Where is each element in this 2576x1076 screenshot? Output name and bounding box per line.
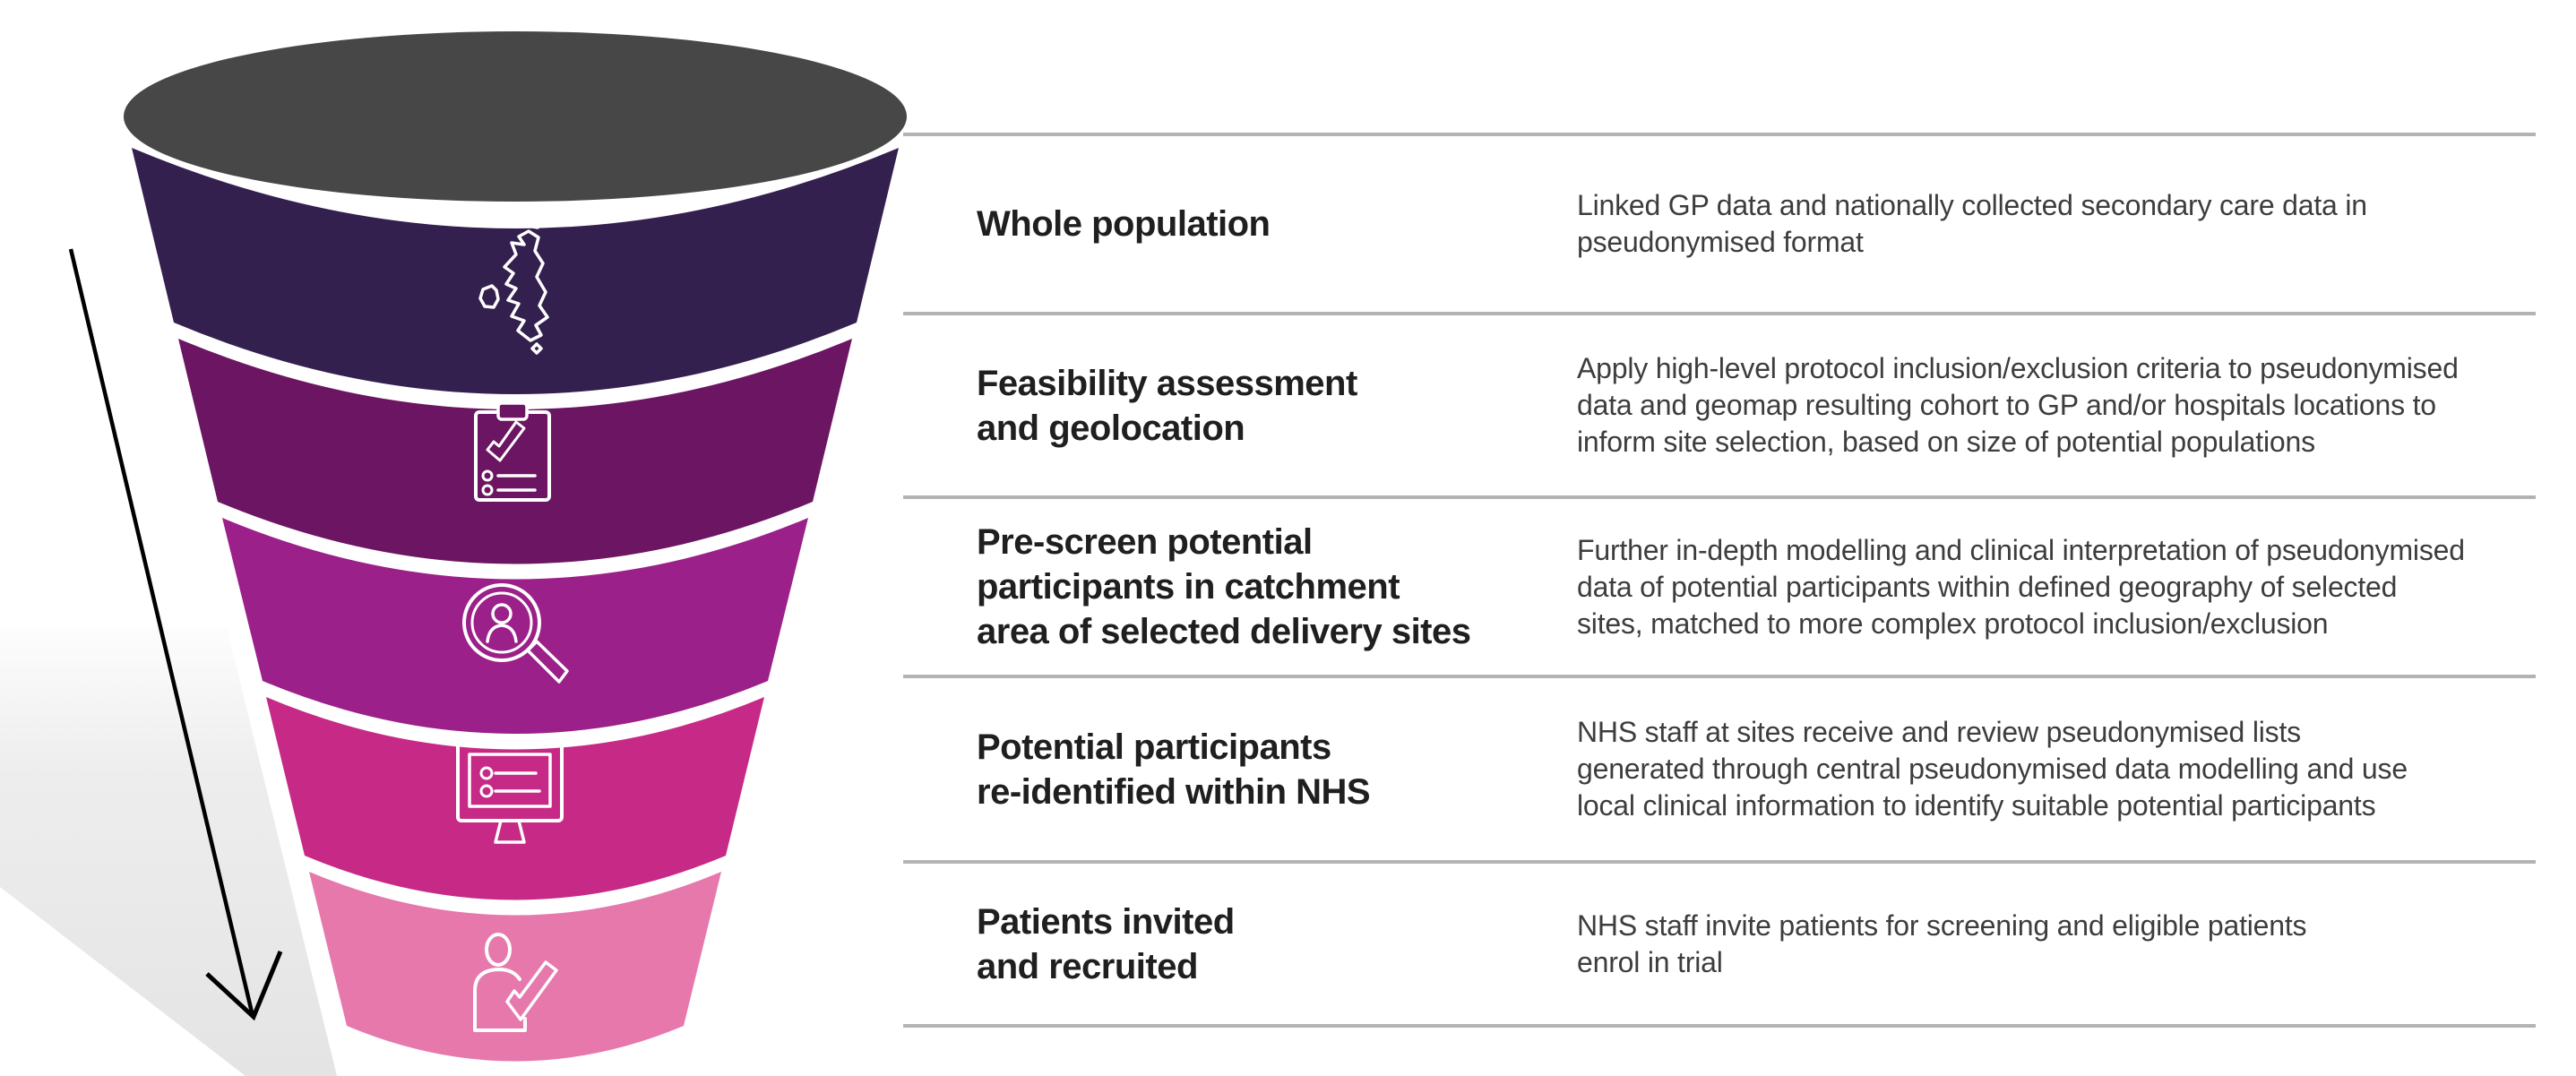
funnel-top-opening: [124, 31, 907, 202]
stage-row-whole-population: Whole population Linked GP data and nati…: [903, 136, 2536, 315]
uk-map-britain: [503, 229, 549, 342]
stage-title: Whole population: [977, 204, 1271, 244]
uk-map-ireland: [478, 284, 500, 309]
stage-row-feasibility-assessment: Feasibility assessment and geolocation A…: [903, 315, 2536, 499]
person-head: [491, 603, 513, 624]
person-check-icon: [473, 933, 558, 1032]
clipboard-bullet-1: [481, 469, 494, 482]
stage-description: Apply high-level protocol inclusion/excl…: [1577, 352, 2459, 458]
magnifier-inner-ring: [470, 591, 533, 654]
clipboard-check: [486, 420, 526, 462]
uk-map-icon: [478, 218, 549, 355]
stage-row-pre-screen: Pre-screen potential participants in cat…: [903, 499, 2536, 678]
stage-title: Feasibility assessment and geolocation: [977, 363, 1357, 448]
funnel-stage-1: [132, 148, 899, 394]
magnifier-outer-ring: [462, 583, 541, 662]
stage-description: NHS staff invite patients for screening …: [1577, 908, 2307, 978]
search-person-icon: [462, 583, 569, 684]
uk-map-islet: [530, 342, 543, 355]
checklist-icon: [474, 401, 551, 502]
stage-description: Linked GP data and nationally collected …: [1577, 189, 2367, 258]
clipboard-bullet-2: [481, 484, 494, 496]
monitor-bullet-1: [479, 766, 494, 780]
person-shoulders: [486, 624, 518, 643]
stage-title: Patients invited and recruited: [977, 901, 1235, 986]
patient-body: [473, 968, 527, 1032]
funnel-stage-2: [178, 339, 852, 564]
funnel-stage-5: [309, 872, 721, 1062]
stage-description: Further in-depth modelling and clinical …: [1577, 533, 2465, 640]
stage-title: Potential participants re-identified wit…: [977, 727, 1371, 812]
monitor-bullet-2: [479, 784, 494, 798]
flow-arrow-head: [205, 951, 283, 1021]
funnel-stage-3: [222, 518, 808, 734]
flow-arrow-shaft: [68, 248, 255, 1017]
patient-check: [505, 960, 558, 1021]
clipboard-clip: [496, 401, 529, 421]
monitor-stand: [494, 819, 526, 844]
magnifier-handle: [526, 640, 569, 684]
funnel-shadow: [0, 627, 337, 1076]
funnel-diagram: [0, 0, 941, 1076]
stage-description: NHS staff at sites receive and review ps…: [1577, 716, 2408, 822]
stage-row-re-identified: Potential participants re-identified wit…: [903, 678, 2536, 864]
stage-title: Pre-screen potential participants in cat…: [977, 522, 1471, 651]
uk-map-pennant: [526, 218, 539, 229]
funnel-stage-4: [266, 697, 764, 900]
patient-head: [485, 933, 512, 967]
monitor-icon: [456, 742, 564, 844]
stage-row-invited-recruited: Patients invited and recruited NHS staff…: [903, 864, 2536, 1028]
flow-arrow: [68, 248, 283, 1021]
stage-list: Whole population Linked GP data and nati…: [903, 133, 2536, 1028]
monitor-screen: [468, 753, 552, 808]
